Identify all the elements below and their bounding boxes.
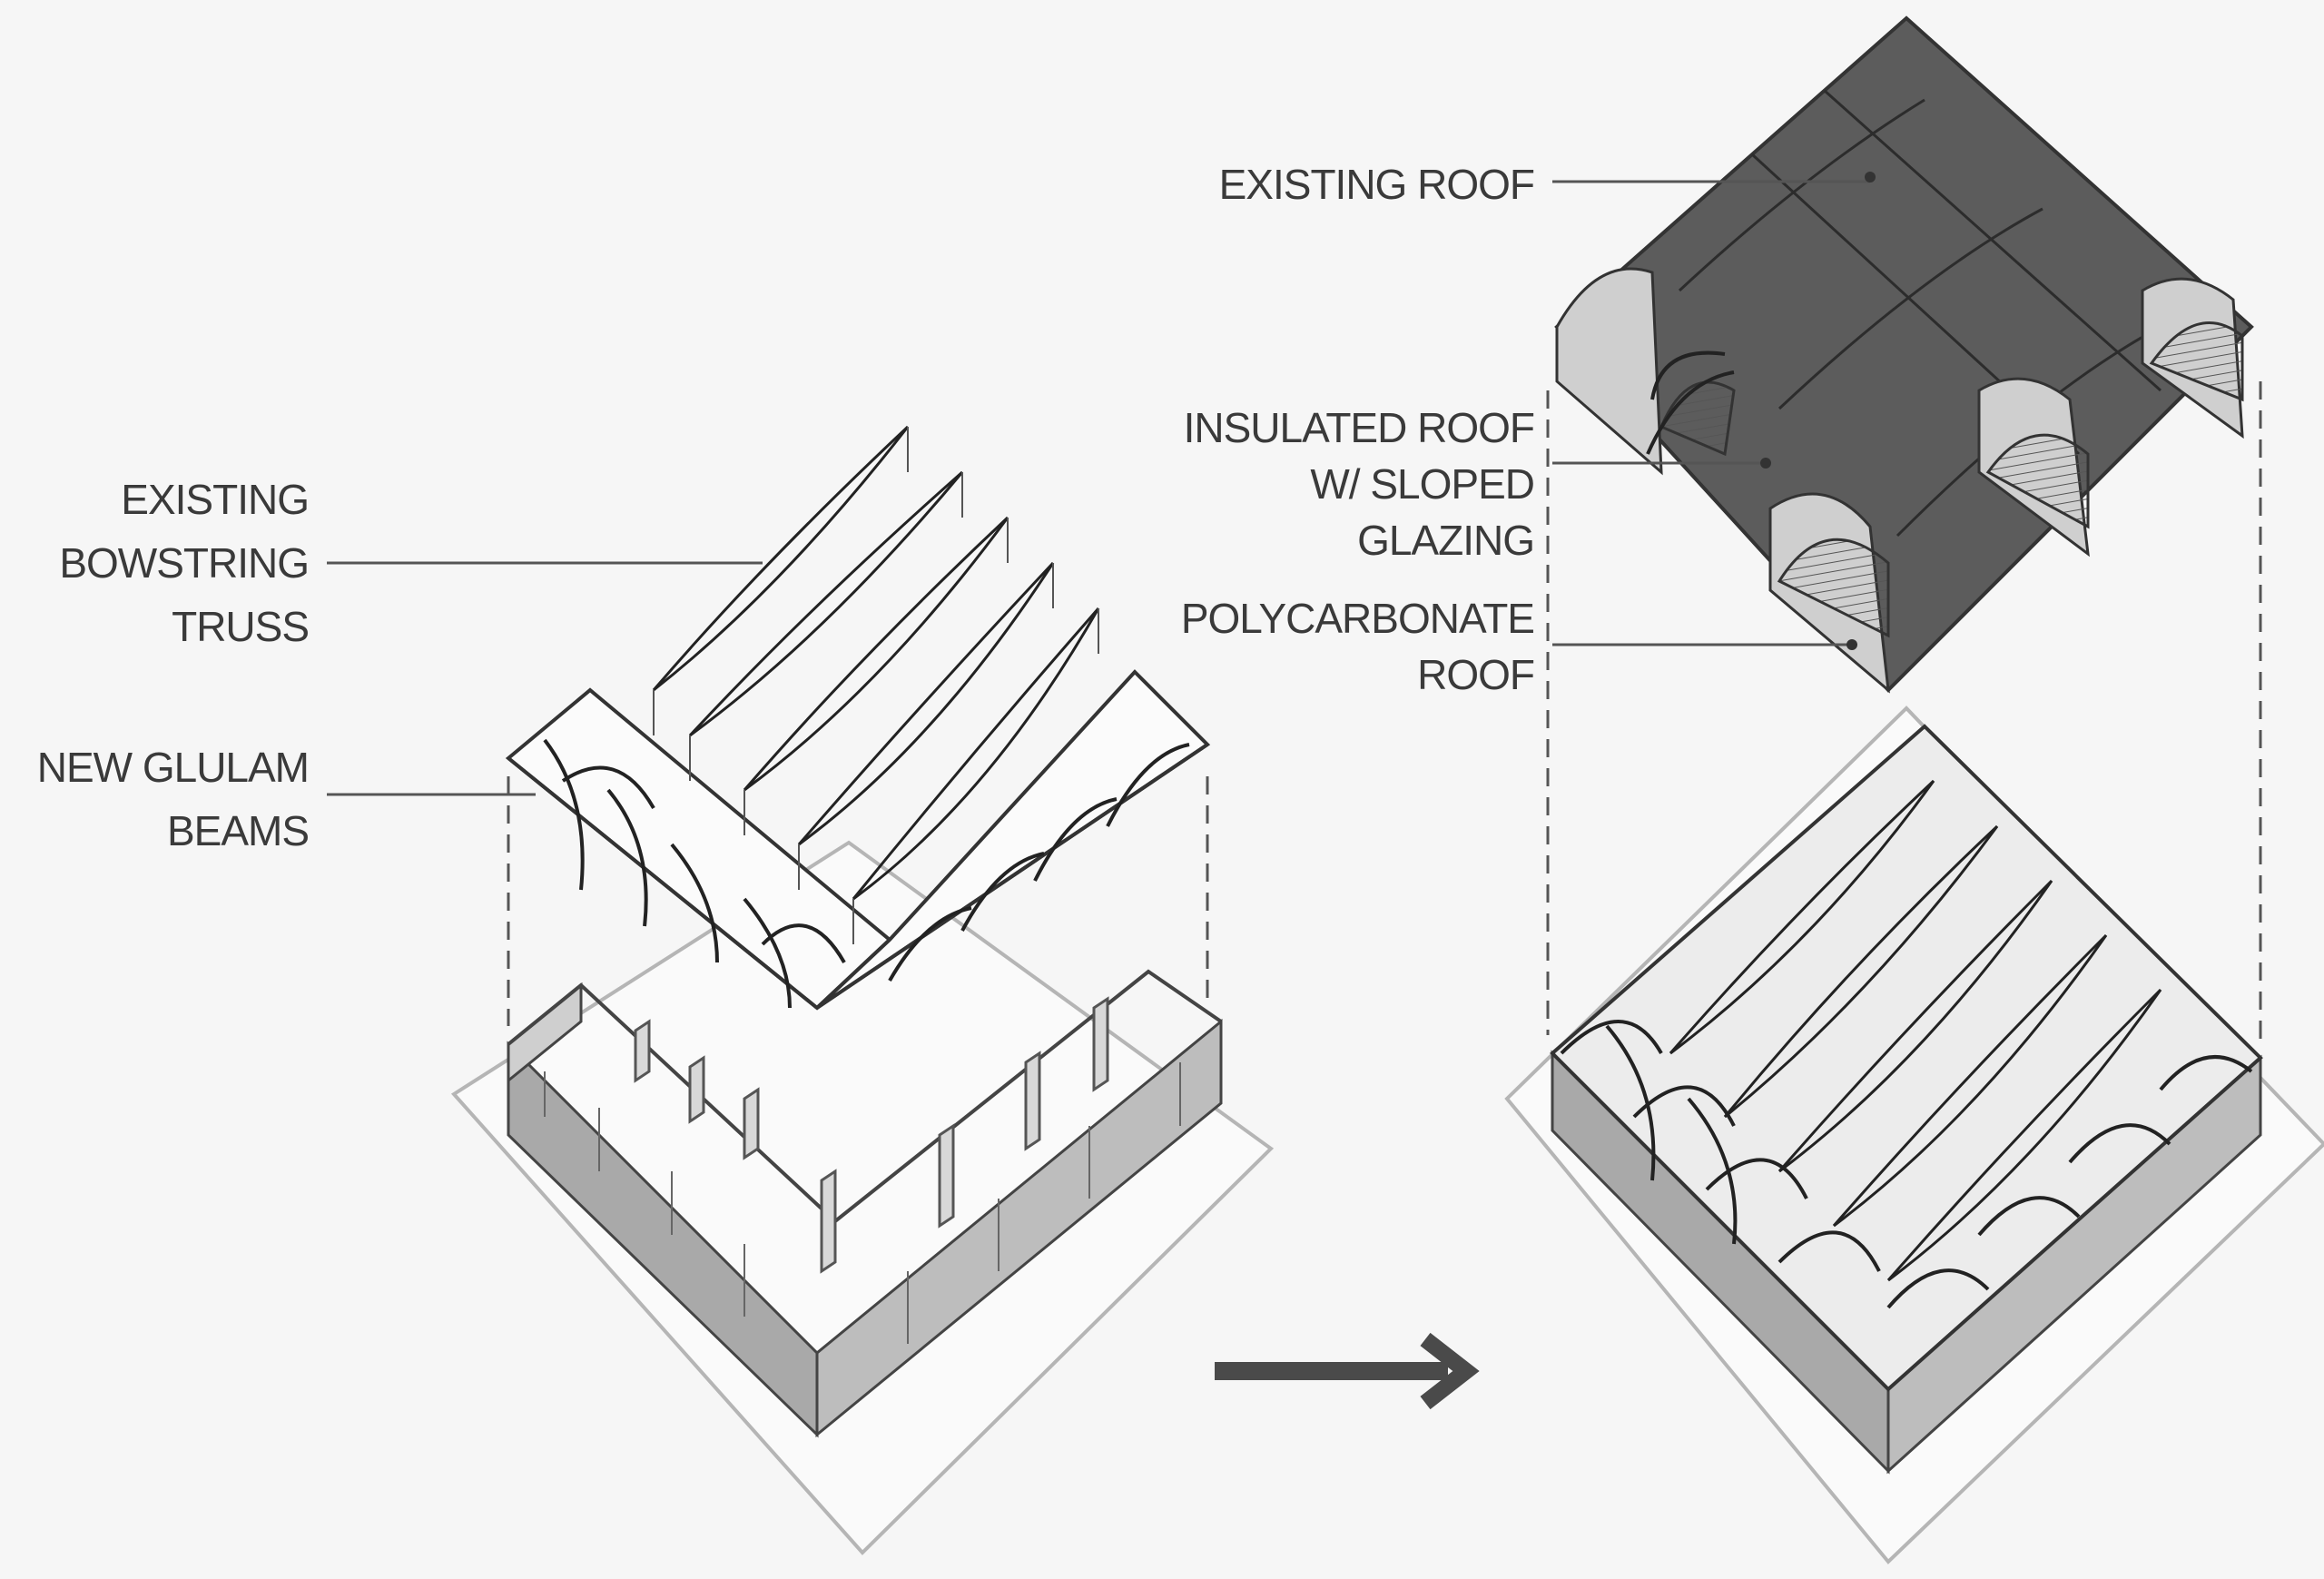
left-projection-lines — [507, 776, 1209, 1026]
label-new-glulam-beams: NEW GLULAM BEAMS — [36, 744, 310, 854]
transform-arrow — [1215, 1332, 1480, 1410]
right-glulam-vault-arcs — [1560, 1020, 2253, 1309]
left-bowstring-trusses — [652, 425, 1100, 901]
leader-dots — [1760, 172, 1876, 650]
leader-lines — [327, 180, 1870, 796]
label-existing-bowstring-truss: EXISTING BOWSTRING TRUSS — [59, 476, 310, 650]
right-projection-lines — [1546, 381, 2262, 1044]
right-roof — [1554, 15, 2254, 694]
left-truss-verticals — [653, 427, 1099, 944]
left-glulam-vault-arcs — [543, 738, 1190, 1009]
label-existing-roof: EXISTING ROOF — [1218, 161, 1535, 208]
left-glulam-beams — [505, 669, 1211, 1011]
left-ground-floor-walls — [507, 969, 1223, 1438]
label-insulated-roof: INSULATED ROOF W/ SLOPED GLAZING — [1183, 404, 1535, 564]
label-polycarbonate-roof: POLYCARBONATE ROOF — [1180, 595, 1535, 698]
right-bowstring-trusses — [1669, 779, 2162, 1282]
